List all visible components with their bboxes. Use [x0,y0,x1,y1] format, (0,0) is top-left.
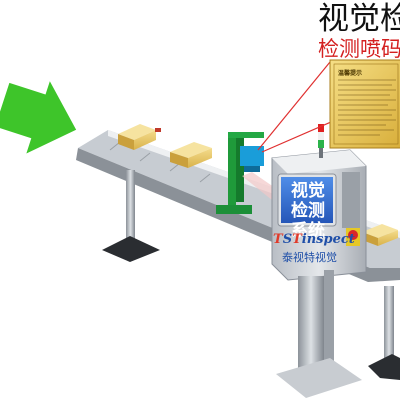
conveyor-leg [368,286,400,380]
brand-logo: TSTinspect [273,232,355,247]
label-title: 温馨提示 [338,70,363,77]
control-cabinet [271,149,367,281]
screen-text: 视觉检测系统 [291,181,325,241]
camera-mount [216,132,264,214]
estop-button-icon [346,228,360,246]
display-screen [281,177,333,223]
package [170,142,212,168]
green-arrow-icon [0,81,77,154]
page-subtitle: 检测喷码 [318,37,400,61]
product-label [329,59,400,149]
cabinet-post [276,270,362,398]
small-part-icon [155,128,161,132]
tower-light-icon [318,124,324,158]
package [118,124,156,150]
page-title: 视觉检 [318,1,400,37]
conveyor-leg [102,170,160,262]
brand-name-cn: 泰视特视觉 [282,251,337,264]
